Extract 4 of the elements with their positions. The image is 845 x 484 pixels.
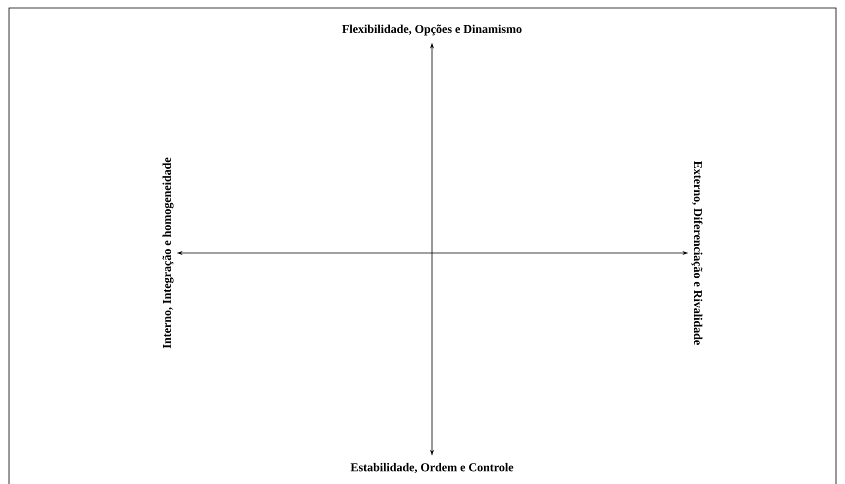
axis-label: Estabilidade, Ordem e Controle (350, 462, 514, 474)
axis-label: Flexibilidade, Opções e Dinamismo (342, 24, 522, 36)
axis-label: Externo, Diferenciação e Rivalidade (692, 161, 702, 345)
axis-label: Interno, Integração e homogeneidade (162, 158, 174, 348)
